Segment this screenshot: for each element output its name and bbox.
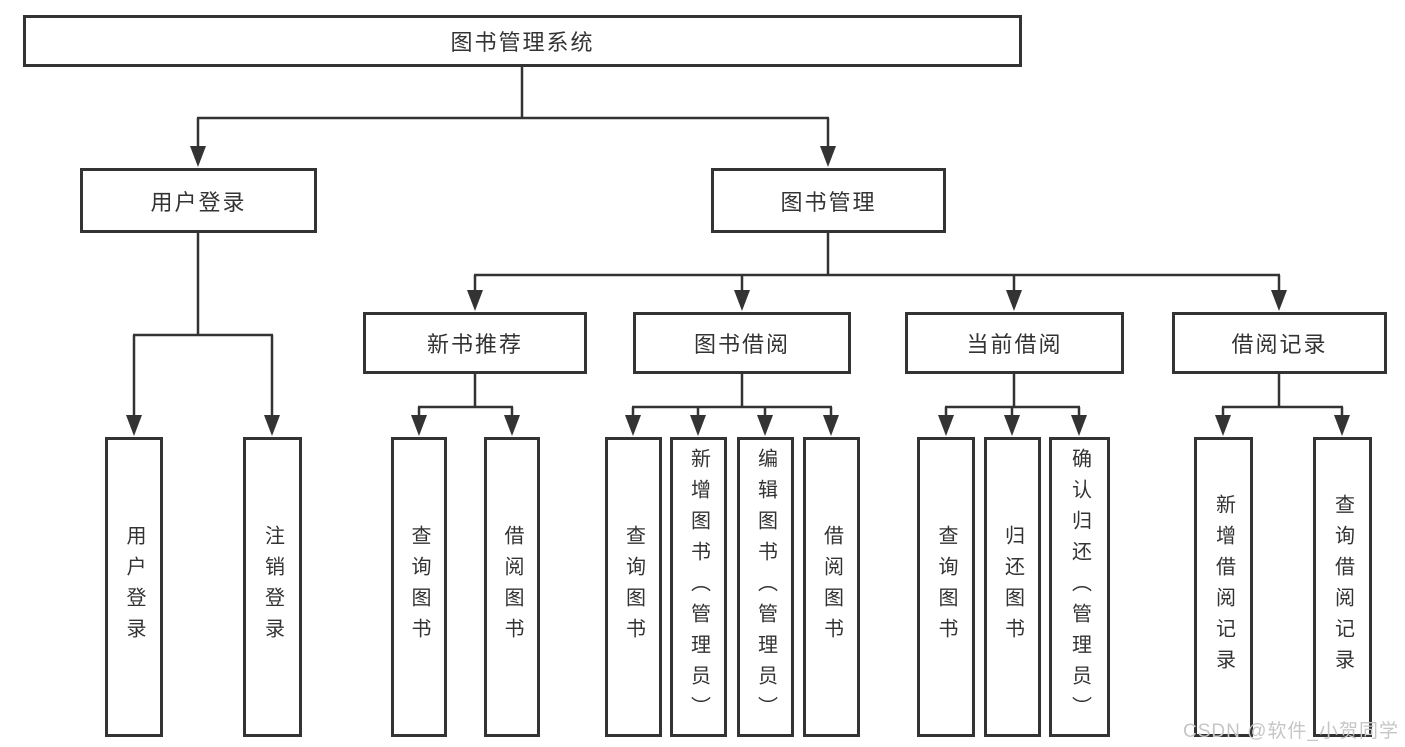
leaf-user-login: 用户登录	[105, 437, 163, 737]
leaf-query-books-borrow: 查询图书	[605, 437, 662, 737]
watermark: CSDN @软件_小贺同学	[1183, 721, 1399, 742]
node-new-book-recommend: 新书推荐	[363, 312, 587, 374]
leaf-logout: 注销登录	[243, 437, 302, 737]
arrowhead-down-icon	[504, 415, 520, 436]
node-current-borrow: 当前借阅	[905, 312, 1124, 374]
leaf-return-book: 归还图书	[984, 437, 1041, 737]
arrowhead-down-icon	[625, 415, 641, 436]
leaf-query-books-recommend: 查询图书	[391, 437, 447, 737]
leaf-borrow-books: 借阅图书	[803, 437, 860, 737]
arrowhead-down-icon	[1071, 415, 1087, 436]
arrowhead-down-icon	[467, 290, 483, 311]
arrowhead-down-icon	[1215, 415, 1231, 436]
node-book-management: 图书管理	[711, 168, 946, 233]
arrowhead-down-icon	[1004, 415, 1020, 436]
leaf-add-borrow-record: 新增借阅记录	[1194, 437, 1253, 737]
arrowhead-down-icon	[734, 290, 750, 311]
node-borrow-records: 借阅记录	[1172, 312, 1387, 374]
leaf-query-books-current: 查询图书	[917, 437, 975, 737]
node-library-system: 图书管理系统	[23, 15, 1022, 67]
arrowhead-down-icon	[820, 146, 836, 167]
leaf-borrow-books-recommend: 借阅图书	[484, 437, 540, 737]
arrowhead-down-icon	[126, 415, 142, 436]
node-book-borrow: 图书借阅	[633, 312, 851, 374]
arrowhead-down-icon	[1271, 290, 1287, 311]
arrowhead-down-icon	[757, 415, 773, 436]
arrowhead-down-icon	[690, 415, 706, 436]
arrowhead-down-icon	[823, 415, 839, 436]
arrowhead-down-icon	[264, 415, 280, 436]
node-user-login: 用户登录	[80, 168, 317, 233]
arrowhead-down-icon	[1334, 415, 1350, 436]
arrowhead-down-icon	[190, 146, 206, 167]
arrowhead-down-icon	[411, 415, 427, 436]
connector-lines	[126, 66, 1350, 436]
arrowhead-down-icon	[1006, 290, 1022, 311]
leaf-confirm-return-admin: 确认归还（管理员）	[1049, 437, 1110, 737]
leaf-add-book-admin: 新增图书（管理员）	[670, 437, 727, 737]
leaf-query-borrow-record: 查询借阅记录	[1313, 437, 1372, 737]
arrowhead-down-icon	[938, 415, 954, 436]
leaf-edit-book-admin: 编辑图书（管理员）	[737, 437, 794, 737]
